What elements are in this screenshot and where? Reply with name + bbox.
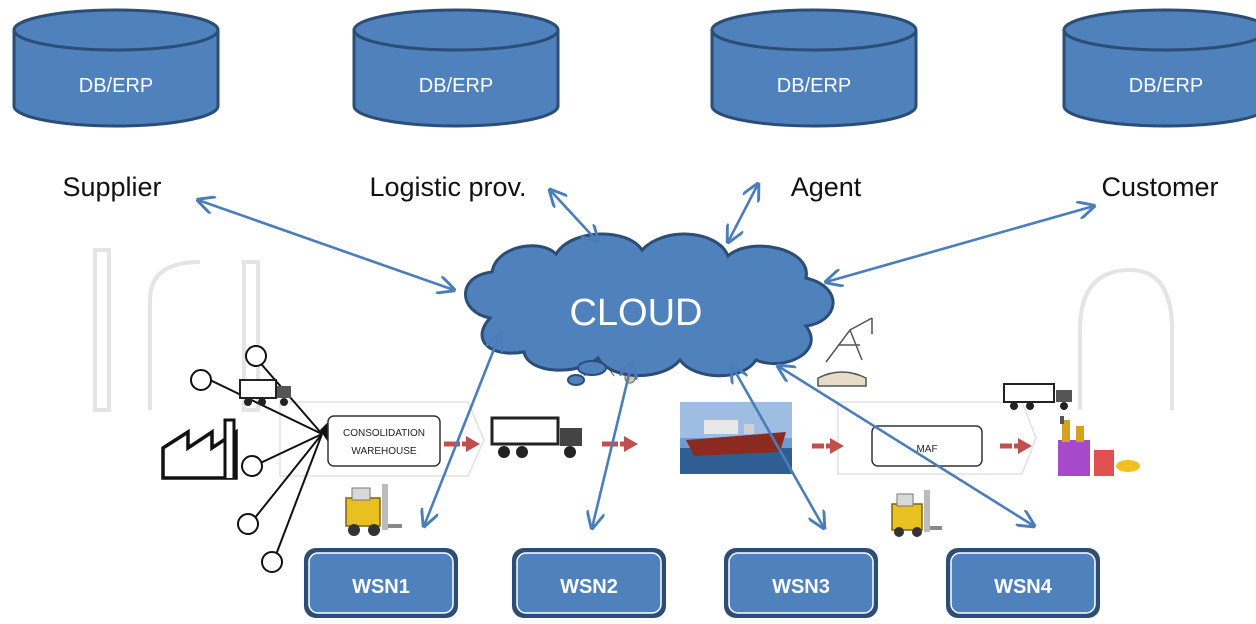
industrial-plant-icon	[1058, 416, 1140, 476]
truck-icon	[1003, 383, 1072, 410]
database-label: DB/ERP	[419, 75, 493, 97]
connectors	[198, 184, 1094, 528]
database-label: DB/ERP	[777, 75, 851, 97]
flow-arrow	[444, 436, 480, 452]
database-cylinder: DB/ERP	[710, 8, 918, 128]
flow-arrow	[1000, 438, 1032, 454]
wsn-node: WSN4	[946, 548, 1100, 618]
flow-arrow	[602, 436, 638, 452]
sensor-network-hub	[190, 345, 323, 573]
wsn-node: WSN1	[304, 548, 458, 618]
wsn-label: WSN3	[772, 576, 830, 598]
arrow-agent-cloud	[728, 184, 758, 242]
arrow-wsn2-cloud	[592, 362, 632, 528]
warehouse-line2: WAREHOUSE	[351, 446, 417, 457]
party-label: Customer	[1101, 172, 1218, 202]
forklift-icon	[891, 490, 942, 537]
truck-icon	[239, 379, 291, 406]
party-label: Agent	[791, 172, 862, 202]
warehouse-line1: CONSOLIDATION	[343, 428, 425, 439]
arrow-wsn4-cloud	[778, 366, 1034, 526]
truck-icon	[490, 416, 582, 458]
cloud-node: CLOUD	[464, 232, 835, 386]
crane-icon	[817, 317, 873, 387]
wsn-node: WSN2	[512, 548, 666, 618]
consolidation-warehouse: CONSOLIDATION WAREHOUSE	[320, 415, 441, 467]
database-label: DB/ERP	[79, 75, 153, 97]
cloud-label: CLOUD	[569, 292, 702, 334]
ship-icon	[680, 402, 792, 474]
arrow-wsn1-cloud	[424, 334, 500, 526]
wsn-label: WSN1	[352, 576, 410, 598]
database-cylinder: DB/ERP	[12, 8, 220, 128]
database-label: DB/ERP	[1129, 75, 1203, 97]
factory-icon	[161, 418, 238, 480]
wsn-label: WSN2	[560, 576, 618, 598]
database-cylinder: DB/ERP	[352, 8, 560, 128]
arrow-customer-cloud	[826, 206, 1094, 282]
flow-arrow	[812, 438, 844, 454]
arrow-logistic-cloud	[550, 190, 598, 242]
wsn-label: WSN4	[994, 576, 1053, 598]
forklift-icon	[345, 484, 402, 536]
party-label: Supplier	[62, 172, 161, 202]
party-label: Logistic prov.	[369, 172, 526, 202]
wsn-node: WSN3	[724, 548, 878, 618]
arrow-supplier-cloud	[198, 200, 454, 290]
database-cylinder: DB/ERP	[1062, 8, 1256, 128]
